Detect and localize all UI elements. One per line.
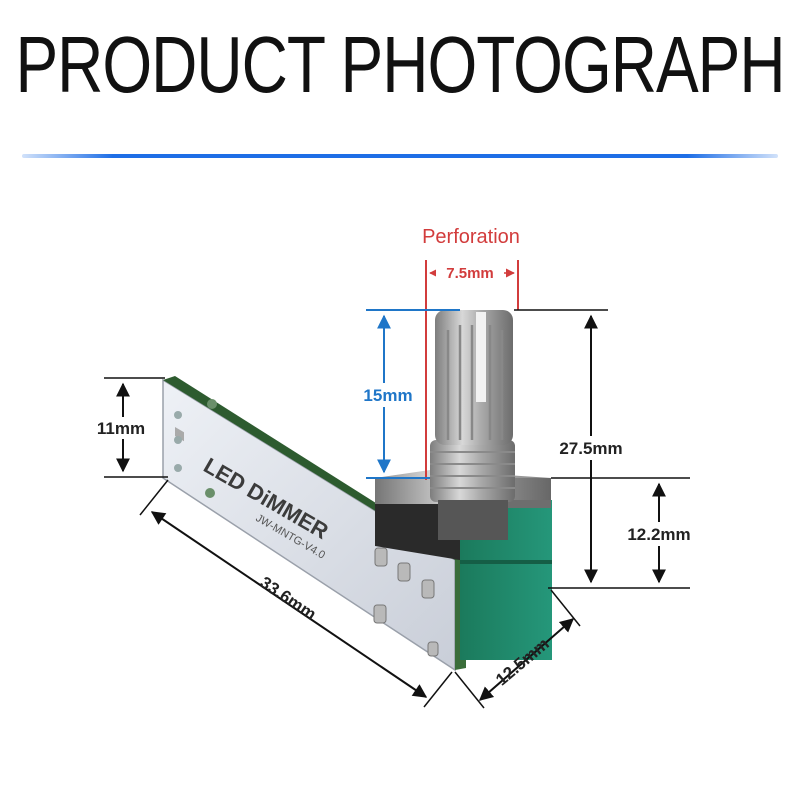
shaft-width-label: 7.5mm [446, 265, 494, 282]
page-title: PRODUCT PHOTOGRAPH [15, 19, 785, 110]
board-height-dimension: 11mm [86, 377, 168, 478]
shaft-height-dimension: 15mm [352, 309, 460, 479]
board-height-label: 11mm [97, 419, 145, 438]
board-length-label: 33.6mm [257, 573, 320, 624]
knurled-shaft [435, 310, 513, 445]
height-dimensions: 27.5mm 12.2mm [514, 309, 700, 589]
shaft-height-label: 15mm [363, 386, 412, 405]
perforation-label: Perforation [422, 226, 520, 248]
title-divider [22, 154, 778, 158]
total-height-label: 27.5mm [559, 439, 622, 458]
body-height-label: 12.2mm [627, 525, 690, 544]
threaded-bushing [430, 440, 515, 540]
perforation-dimension: 7.5mm Perforation [422, 226, 520, 480]
